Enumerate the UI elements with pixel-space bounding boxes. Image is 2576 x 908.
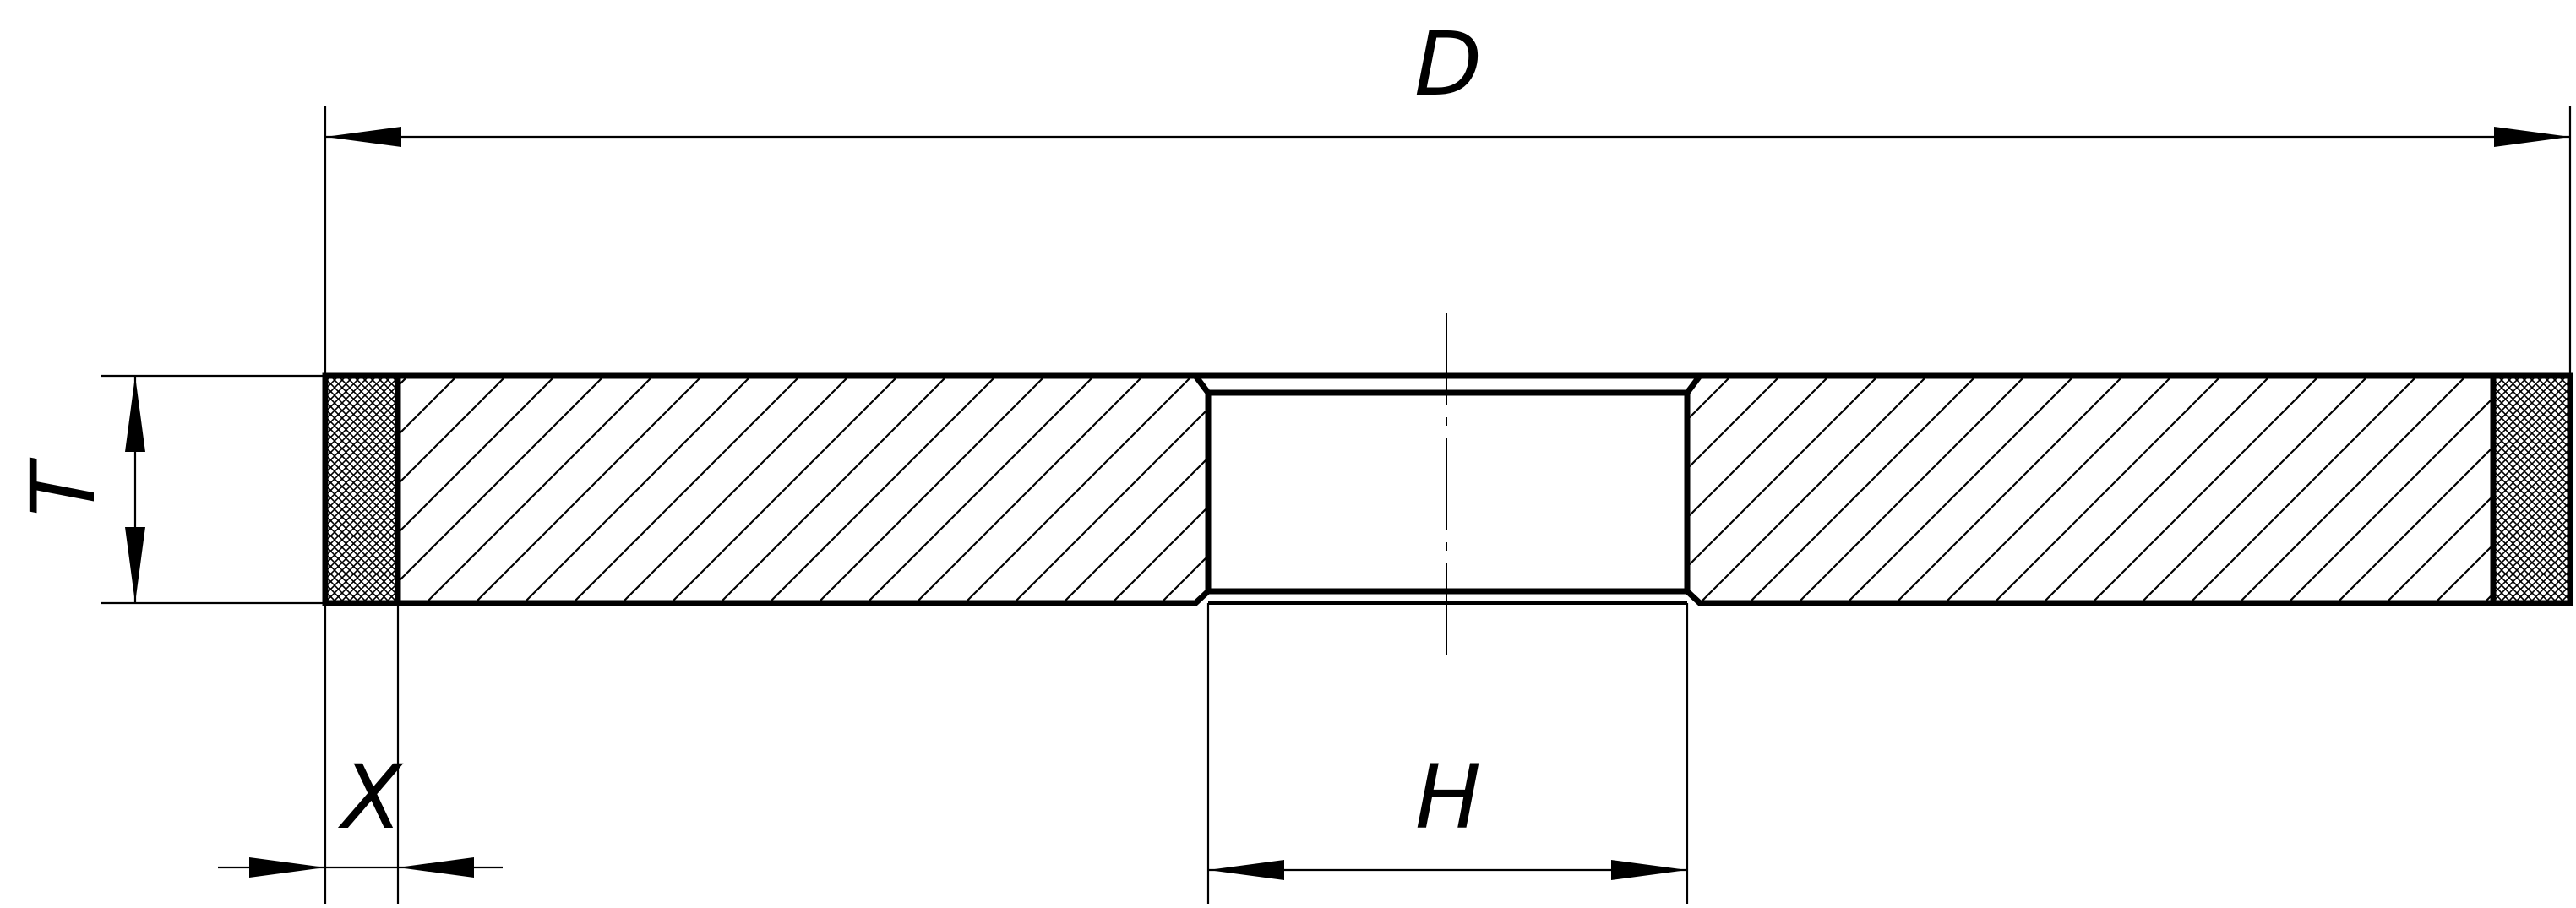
- abrasive-layer-right: [2490, 372, 2573, 606]
- label-t: T: [12, 457, 115, 517]
- bore: [1195, 372, 1700, 605]
- wheel-body-left: [395, 372, 1212, 606]
- label-h: H: [1415, 746, 1481, 849]
- abrasive-layer-left: [322, 372, 401, 606]
- label-d: D: [1414, 13, 1482, 116]
- label-x: X: [337, 746, 404, 849]
- wheel-body-right: [1684, 372, 2497, 606]
